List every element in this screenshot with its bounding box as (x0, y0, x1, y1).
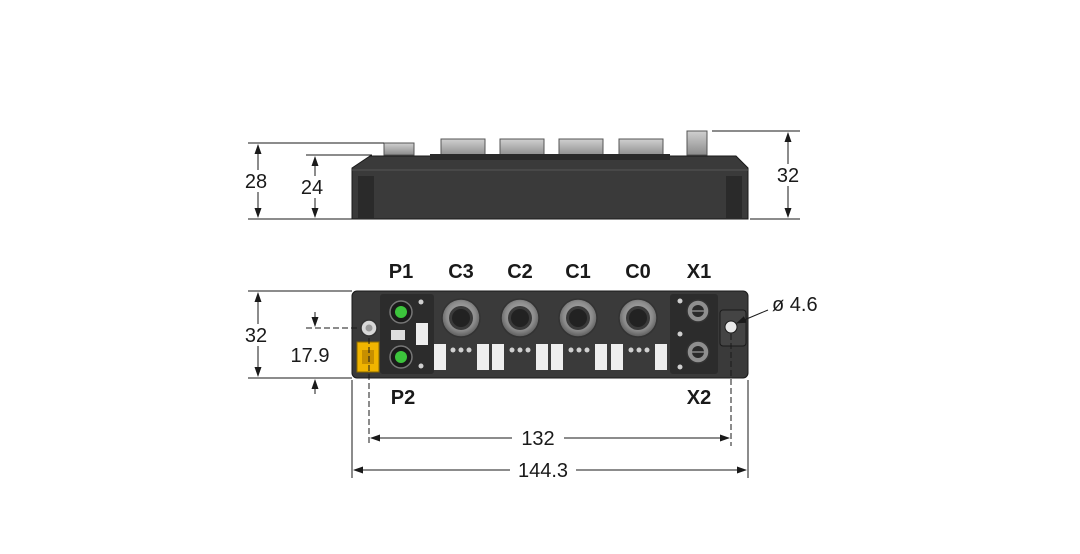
side-housing-groove (430, 154, 670, 160)
c1-connector (558, 298, 598, 338)
side-connector-c2 (499, 138, 545, 157)
p-label-window-1 (416, 323, 428, 345)
c3-connector (441, 298, 481, 338)
label-p1: P1 (389, 261, 413, 283)
p2-connector-led (395, 351, 407, 363)
side-dim-24-label: 24 (301, 177, 323, 199)
x2-connector (686, 340, 710, 364)
label-c2: C2 (507, 261, 533, 283)
side-connector-c3 (440, 138, 486, 157)
front-dim-179-label: 17.9 (291, 345, 330, 367)
side-connector-x (686, 130, 708, 156)
p1-connector-led (395, 306, 407, 318)
label-x1: X1 (687, 261, 711, 283)
p-small-label (391, 330, 405, 340)
side-dim-28-label: 28 (245, 171, 267, 193)
side-view: 28 24 32 (238, 130, 806, 220)
label-p2: P2 (391, 387, 415, 409)
front-view: P1 C3 C2 C1 C0 X1 P2 X2 (238, 261, 818, 482)
power-terminal-slot (362, 350, 374, 364)
c-status-row (434, 344, 667, 370)
side-housing (351, 155, 749, 220)
side-foot-right (726, 176, 742, 219)
label-x2: X2 (687, 387, 711, 409)
side-connector-p (383, 142, 415, 156)
label-c3: C3 (448, 261, 474, 283)
label-c1: C1 (565, 261, 591, 283)
front-hole-leader (736, 309, 769, 324)
front-dim-hole-label: ø 4.6 (772, 294, 818, 316)
side-connector-c0 (618, 138, 664, 157)
c0-connector (618, 298, 658, 338)
side-dim-32-label: 32 (777, 165, 799, 187)
x1-connector (686, 299, 710, 323)
side-connector-c1 (558, 138, 604, 157)
c2-connector (500, 298, 540, 338)
ground-screw-inner (365, 324, 373, 332)
mounting-hole-right (724, 320, 738, 334)
side-foot-left (358, 176, 374, 219)
front-dim-132-label: 132 (521, 428, 554, 450)
front-dim-1443-label: 144.3 (518, 460, 568, 482)
front-dim-32-label: 32 (245, 325, 267, 347)
side-top-connectors (383, 130, 708, 157)
label-c0: C0 (625, 261, 651, 283)
